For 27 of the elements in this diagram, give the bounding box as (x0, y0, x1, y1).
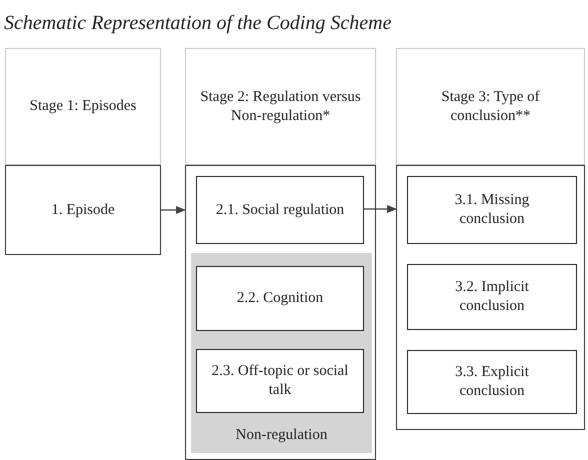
stage-header-box (396, 48, 585, 165)
group-label: Non-regulation (236, 426, 328, 445)
category-label: 1. Episode (51, 200, 115, 220)
category-box (407, 350, 577, 414)
category-box (407, 264, 577, 330)
category-box (196, 266, 364, 331)
category-box (196, 349, 364, 413)
arrow (363, 205, 397, 213)
stage-header-box (185, 48, 376, 165)
stage-heading: Stage 1: Episodes (30, 97, 136, 116)
category-label: 3.3. Explicit conclusion (454, 363, 530, 401)
stage-heading: Stage 2: Regulation versus Non-regulation* (199, 88, 362, 126)
group-panel (191, 253, 372, 453)
category-label: 2.2. Cognition (236, 289, 324, 308)
arrow (161, 206, 186, 214)
category-box (196, 176, 364, 244)
category-label: 2.1. Social regulation (216, 200, 344, 220)
stage-column-box (185, 165, 376, 460)
process-box (5, 165, 161, 255)
stage-column-box (396, 165, 585, 430)
diagram-title: Schematic Representation of the Coding Scheme (4, 12, 392, 35)
stage-heading: Stage 3: Type of conclusion** (440, 88, 541, 126)
category-box (407, 176, 577, 244)
category-label: 2.3. Off-topic or social talk (211, 362, 349, 400)
category-label: 3.1. Missing conclusion (454, 191, 530, 229)
stage-header-box (5, 48, 161, 165)
category-label: 3.2. Implicit conclusion (454, 278, 530, 316)
